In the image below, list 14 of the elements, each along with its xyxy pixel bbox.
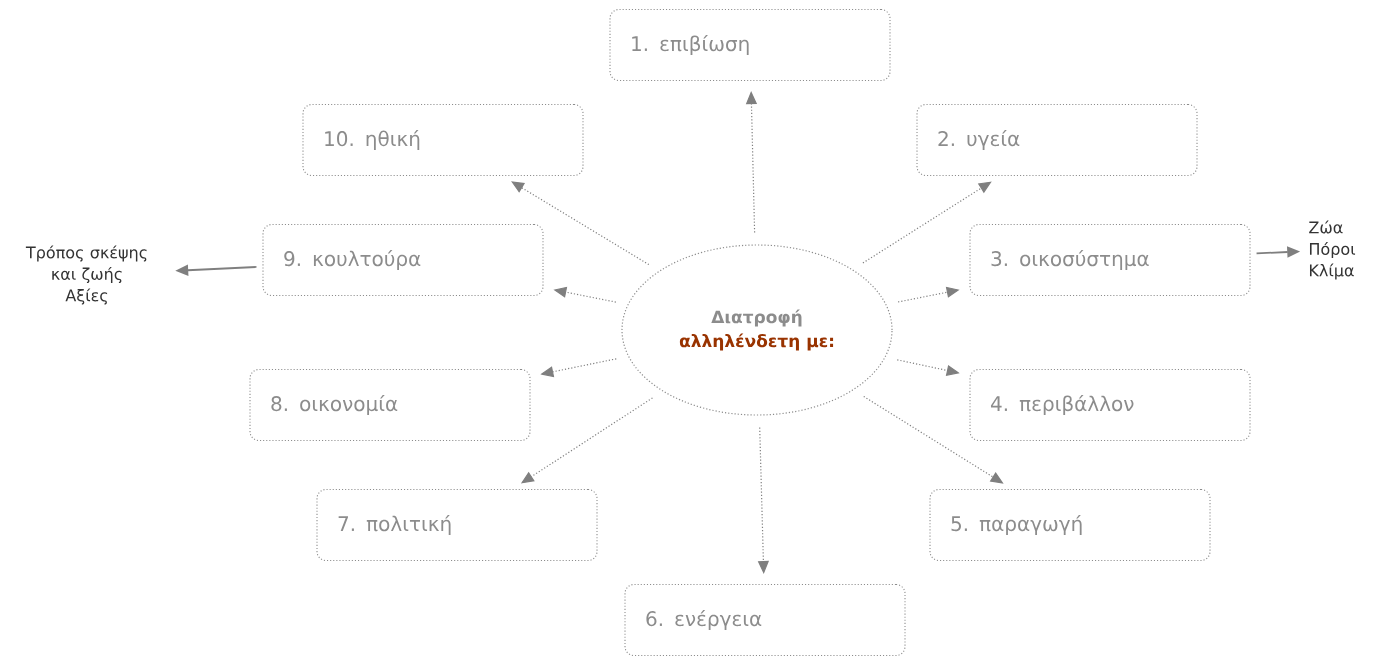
- topic-box: 1. επιβίωση: [609, 8, 891, 82]
- topic-box: 9. κουλτούρα: [262, 223, 544, 297]
- note-text: Ζώα Πόροι Κλίμα: [1309, 220, 1356, 280]
- topic-box: 5. παραγωγή: [929, 488, 1211, 562]
- arrow: [511, 181, 650, 266]
- topic-box: 4. περιβάλλον: [969, 368, 1251, 442]
- topic-box: 6. ενέργεια: [624, 583, 906, 657]
- topic-box: 7. πολιτική: [316, 488, 598, 562]
- topic-box: 8. οικονομία: [249, 368, 531, 442]
- note-text: Τρόπος σκέψης και ζωής Αξίες: [25, 245, 147, 305]
- topic-box: 10. ηθική: [302, 103, 584, 177]
- topic-box: 2. υγεία: [916, 103, 1198, 177]
- arrow: [862, 181, 992, 264]
- topic-box: 3. οικοσύστημα: [969, 223, 1251, 297]
